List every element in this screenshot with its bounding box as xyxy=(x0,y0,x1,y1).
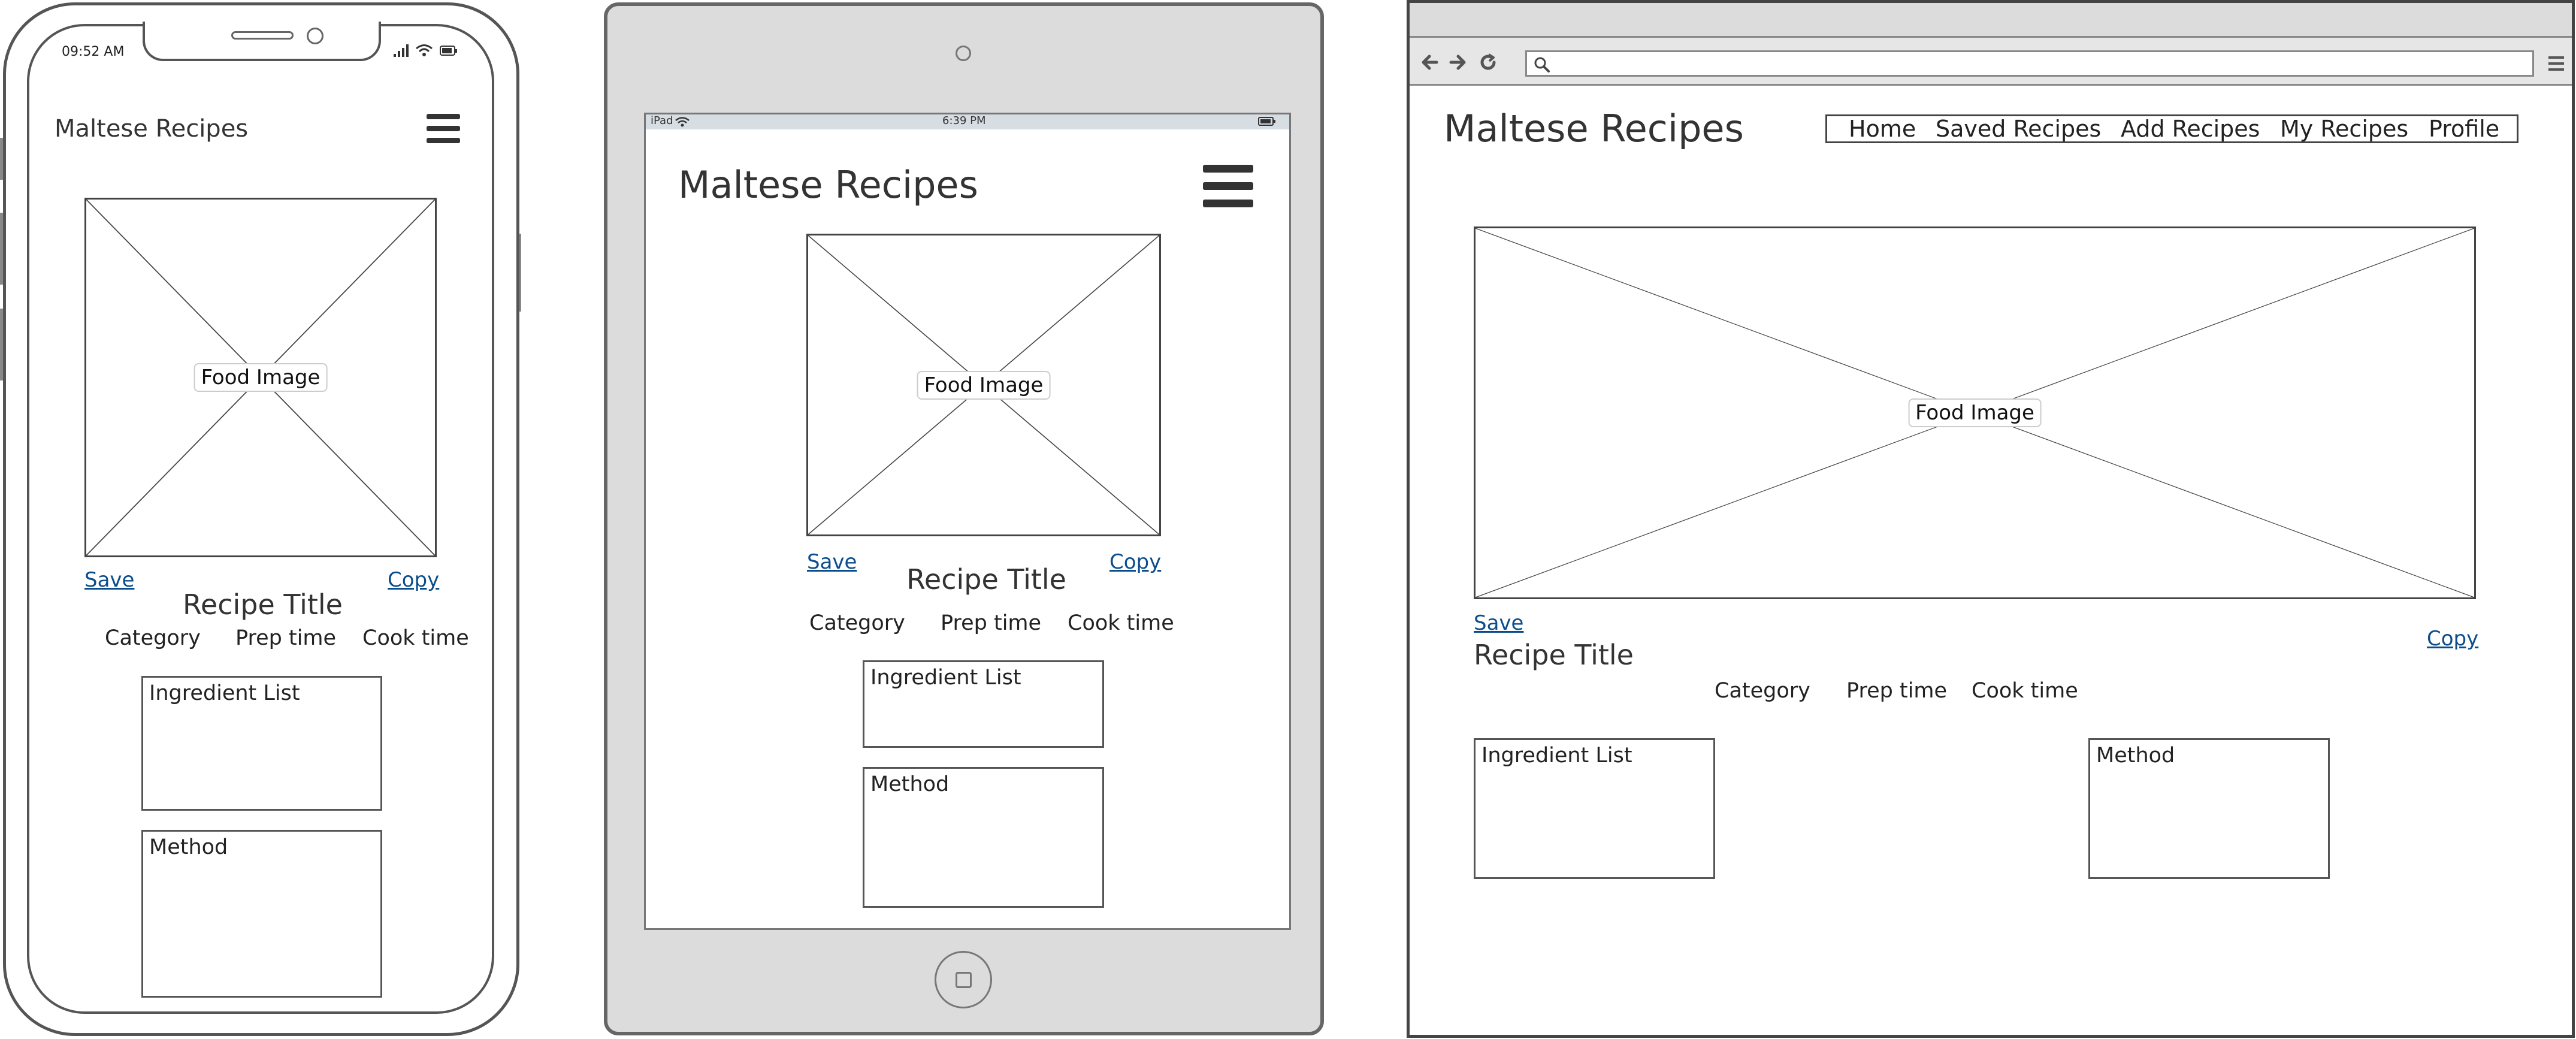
mobile-wireframe: 09:52 AM Maltese Recipes Food Image Save… xyxy=(0,0,527,1039)
category-label: Category xyxy=(809,611,905,635)
method-box: Method xyxy=(863,767,1104,908)
food-image-label: Food Image xyxy=(1908,398,2042,427)
address-bar[interactable] xyxy=(1525,50,2534,77)
food-image-placeholder: Food Image xyxy=(806,234,1161,536)
prep-time-label: Prep time xyxy=(1846,679,1948,703)
ingredient-list-box: Ingredient List xyxy=(863,660,1104,748)
browser-menu-icon[interactable] xyxy=(2547,53,2565,74)
battery-icon xyxy=(1258,117,1276,126)
category-label: Category xyxy=(105,626,201,650)
method-label: Method xyxy=(149,835,228,859)
tablet-camera xyxy=(956,46,971,61)
nav-add-recipes[interactable]: Add Recipes xyxy=(2121,116,2260,142)
save-link[interactable]: Save xyxy=(1474,611,1524,635)
prep-time-label: Prep time xyxy=(235,626,337,650)
phone-side-button xyxy=(0,213,5,285)
method-box: Method xyxy=(141,830,382,998)
desktop-wireframe: Maltese Recipes Home Saved Recipes Add R… xyxy=(1407,0,2576,1039)
back-arrow-icon[interactable] xyxy=(1419,52,1440,73)
cook-time-label: Cook time xyxy=(1972,679,2078,703)
tablet-home-button[interactable] xyxy=(935,951,992,1008)
food-image-placeholder: Food Image xyxy=(84,198,437,557)
wifi-icon xyxy=(675,116,690,127)
recipe-title: Recipe Title xyxy=(1474,639,1634,671)
prep-time-label: Prep time xyxy=(941,611,1042,635)
copy-link[interactable]: Copy xyxy=(2427,627,2479,651)
reload-icon[interactable] xyxy=(1477,52,1499,73)
tablet-wireframe: iPad 6:39 PM Maltese Recipes Food Image … xyxy=(604,0,1330,1039)
ingredient-list-label: Ingredient List xyxy=(870,666,1021,690)
recipe-title: Recipe Title xyxy=(906,563,1066,596)
forward-arrow-icon[interactable] xyxy=(1447,52,1469,73)
status-time: 6:39 PM xyxy=(942,114,986,127)
phone-camera xyxy=(307,28,323,44)
app-title: Maltese Recipes xyxy=(1444,107,1744,150)
cook-time-label: Cook time xyxy=(1068,611,1174,635)
ingredient-list-box: Ingredient List xyxy=(1474,738,1715,879)
phone-side-button xyxy=(0,309,5,380)
food-image-label: Food Image xyxy=(193,363,328,392)
search-icon xyxy=(1533,56,1551,74)
food-image-placeholder: Food Image xyxy=(1474,226,2476,599)
hamburger-menu-icon[interactable] xyxy=(1203,165,1253,208)
browser-title-bar xyxy=(1410,3,2572,38)
nav-saved-recipes[interactable]: Saved Recipes xyxy=(1936,116,2102,142)
nav-home[interactable]: Home xyxy=(1849,116,1916,142)
save-link[interactable]: Save xyxy=(84,568,135,592)
ingredient-list-label: Ingredient List xyxy=(1481,744,1632,768)
status-device: iPad xyxy=(651,114,673,127)
method-label: Method xyxy=(2096,744,2175,768)
save-link[interactable]: Save xyxy=(807,550,857,574)
method-label: Method xyxy=(870,772,950,796)
cook-time-label: Cook time xyxy=(362,626,469,650)
signal-icon xyxy=(392,43,410,58)
home-square-icon xyxy=(956,972,972,988)
nav-my-recipes[interactable]: My Recipes xyxy=(2280,116,2409,142)
status-time: 09:52 AM xyxy=(62,44,125,59)
phone-side-button xyxy=(0,138,5,180)
ingredient-list-box: Ingredient List xyxy=(141,676,382,811)
wifi-icon xyxy=(415,43,433,58)
ingredient-list-label: Ingredient List xyxy=(149,681,300,705)
battery-icon xyxy=(440,46,458,56)
food-image-label: Food Image xyxy=(917,370,1051,400)
category-label: Category xyxy=(1715,679,1810,703)
hamburger-menu-icon[interactable] xyxy=(427,114,460,144)
app-title: Maltese Recipes xyxy=(55,115,249,143)
nav-bar: Home Saved Recipes Add Recipes My Recipe… xyxy=(1825,114,2518,143)
recipe-title: Recipe Title xyxy=(183,588,343,621)
phone-notch xyxy=(143,22,381,61)
tablet-status-bar xyxy=(646,114,1289,129)
nav-profile[interactable]: Profile xyxy=(2429,116,2500,142)
phone-speaker xyxy=(231,31,294,40)
copy-link[interactable]: Copy xyxy=(1109,550,1162,574)
copy-link[interactable]: Copy xyxy=(388,568,440,592)
method-box: Method xyxy=(2088,738,2330,879)
app-title: Maltese Recipes xyxy=(678,163,978,207)
